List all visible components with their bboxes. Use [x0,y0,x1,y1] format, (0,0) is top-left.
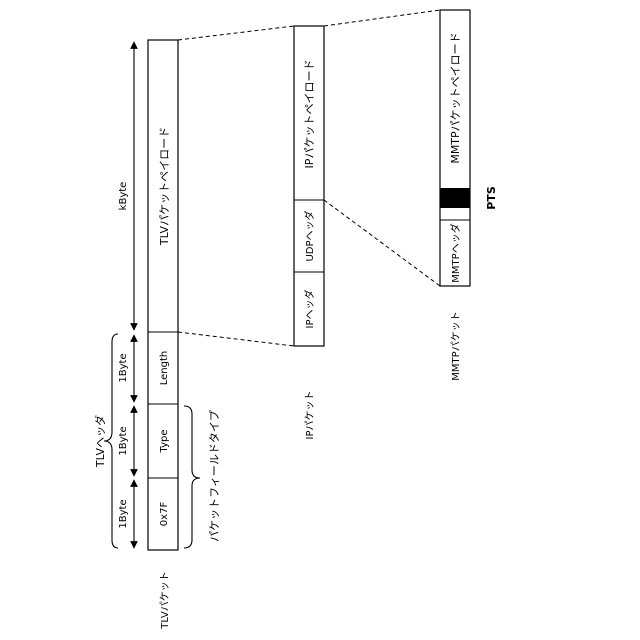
pts-field [440,188,470,208]
ip-header-label: IPヘッダ [303,290,316,329]
packet-field-type-brace: パケットフィールドタイプ [184,406,221,548]
pts-label: PTS [485,186,498,210]
tlv-packet-label: TLVパケット [159,571,171,629]
tlv-packet: TLVパケットペイロード Length Type 0x7F TLVパケット [148,40,178,630]
ip-packet-label: IPパケット [304,391,316,440]
mmtp-packet-label: MMTPパケット [450,311,462,380]
connector-tlv-ip-bottom [178,332,294,346]
mmtp-packet: MMTPパケットペイロード MMTPヘッダ PTS MMTPパケット [440,10,498,381]
packet-field-type-label: パケットフィールドタイプ [208,410,221,542]
sync-byte-label: 1Byte [118,499,129,528]
connector-tlv-ip-top [178,26,294,40]
byte-size-indicators: 1Byte 1Byte 1Byte [118,335,134,548]
mmtp-header-label: MMTPヘッダ [449,223,462,282]
tlv-header-brace: TLVヘッダ [93,334,118,548]
tlv-payload-label: TLVパケットペイロード [158,127,171,246]
ip-payload-label: IPパケットペイロード [303,60,316,169]
type-byte-label: 1Byte [118,426,129,455]
sync-byte-field-label: 0x7F [159,502,170,527]
connector-ip-mmtp-top [324,10,440,26]
connector-ip-mmtp-bottom [324,200,440,286]
length-byte-label: 1Byte [118,353,129,382]
length-field-label: Length [159,351,170,386]
type-field-label: Type [159,430,170,454]
tlv-packet-box [148,40,178,550]
tlv-header-label: TLVヘッダ [93,415,107,468]
udp-header-label: UDPヘッダ [303,210,316,261]
kbyte-label: kByte [118,182,129,211]
ip-packet: IPパケットペイロード UDPヘッダ IPヘッダ IPパケット [294,26,324,439]
kbyte-size-indicator: kByte [118,42,134,330]
mmtp-payload-label: MMTPパケットペイロード [449,32,462,163]
packet-field-type-bracket [184,406,200,548]
